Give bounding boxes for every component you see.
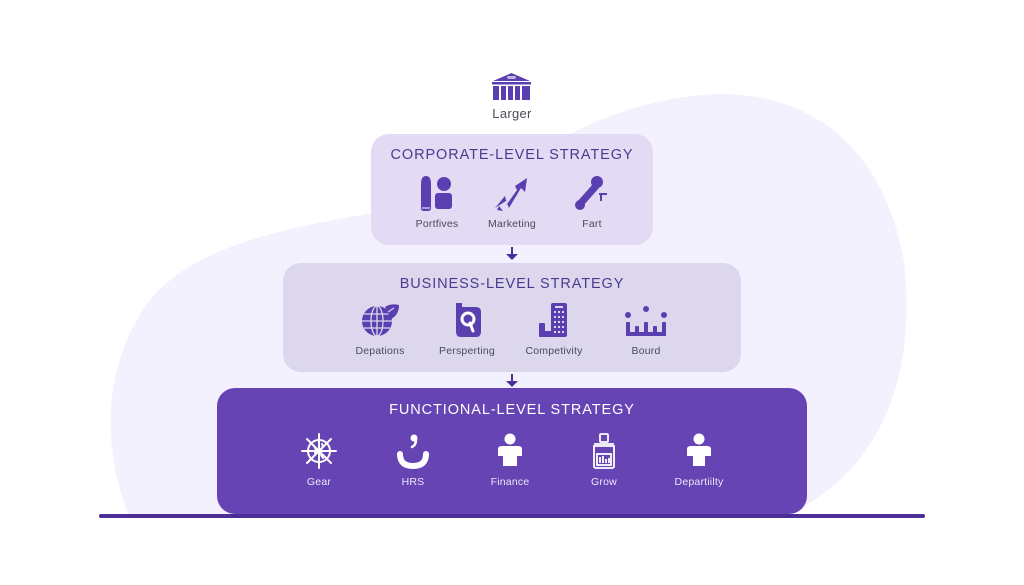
top-label: Larger <box>492 106 532 121</box>
growth-arrow-icon <box>495 178 527 211</box>
tier-item: Marketing <box>457 174 567 230</box>
tier-item: Fart <box>537 174 647 230</box>
ship-wheel-gear-icon <box>301 433 337 469</box>
tier-item: Grow <box>549 432 659 488</box>
item-label: Gear <box>306 476 332 488</box>
item-label: Depations <box>355 345 405 357</box>
item-label: Departiilty <box>674 476 724 488</box>
tier-item: Bourd <box>591 301 701 357</box>
jar-chart-icon <box>593 433 615 469</box>
tier-item: Gear <box>264 432 374 488</box>
team-dots-icon <box>625 306 667 336</box>
tier-item: Finance <box>455 432 565 488</box>
item-label: Fart <box>582 218 602 230</box>
person-icon <box>687 433 711 466</box>
item-label: Bourd <box>631 345 661 357</box>
business-level-tier: BUSINESS-LEVEL STRATEGY Depations <box>283 263 741 372</box>
tier-item: Competivity <box>499 301 609 357</box>
globe-icon <box>362 304 399 337</box>
item-label: Finance <box>490 476 530 488</box>
item-label: Competivity <box>525 345 583 357</box>
tier-item: Portfives <box>382 174 492 230</box>
tier-item: HRS <box>358 432 468 488</box>
search-tag-icon <box>456 303 481 337</box>
item-label: HRS <box>401 476 425 488</box>
arrow-down-icon <box>506 374 518 387</box>
item-label: Portfives <box>415 218 459 230</box>
baseline-divider <box>99 514 925 518</box>
tier-item: Depations <box>325 301 435 357</box>
bar-chart-building-icon <box>539 303 567 337</box>
wrench-icon <box>575 176 607 210</box>
corporate-level-tier: CORPORATE-LEVEL STRATEGY Portfives Marke… <box>371 134 653 245</box>
arrow-down-icon <box>506 247 518 260</box>
tier-title: BUSINESS-LEVEL STRATEGY <box>399 276 625 292</box>
tier-item: Departiilty <box>644 432 754 488</box>
person-icon <box>498 433 522 466</box>
institution-building-icon <box>492 73 531 100</box>
smile-hook-icon <box>397 434 429 470</box>
functional-level-tier: FUNCTIONAL-LEVEL STRATEGY Gear H <box>217 388 807 514</box>
tier-title: CORPORATE-LEVEL STRATEGY <box>390 147 634 163</box>
item-label: Persperting <box>439 345 495 357</box>
portfolio-shapes-icon <box>421 176 452 211</box>
item-label: Grow <box>591 476 617 488</box>
item-label: Marketing <box>488 218 536 230</box>
tier-item: Persperting <box>412 301 522 357</box>
tier-title: FUNCTIONAL-LEVEL STRATEGY <box>389 402 635 418</box>
